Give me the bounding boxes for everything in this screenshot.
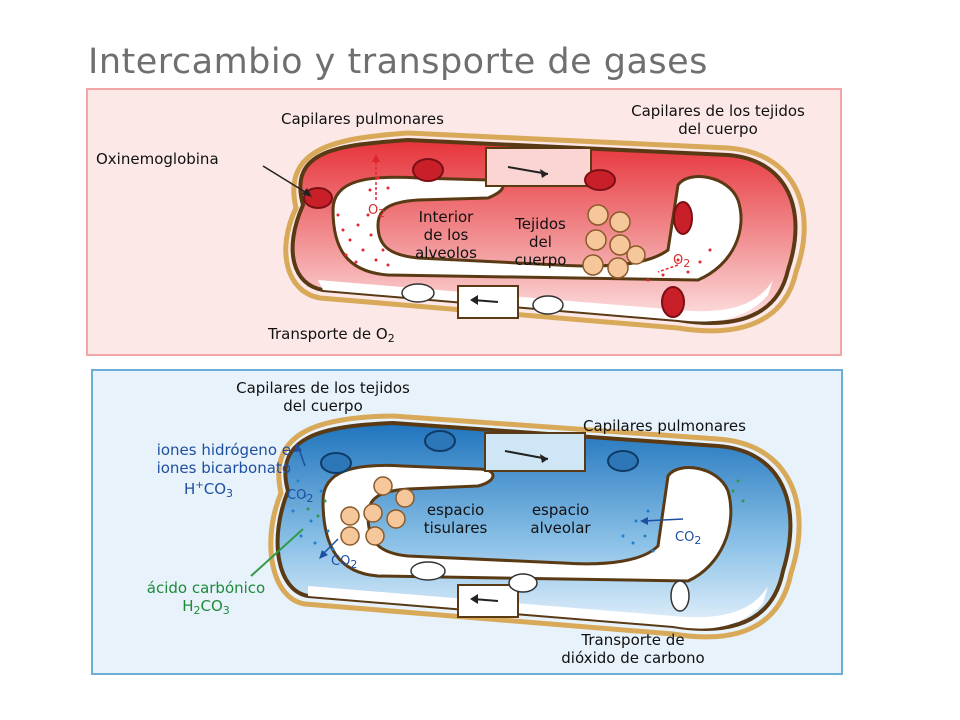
label-capilares-pulmonares: Capilares pulmonares: [281, 110, 444, 128]
blood-cell: [410, 561, 446, 581]
red-blood-cell: [303, 187, 333, 209]
label-espacio-tisulares: espacio tisulares: [423, 501, 488, 537]
red-blood-cell: [424, 430, 456, 452]
label-oxinemoglobina: Oxinemoglobina: [96, 150, 219, 168]
label-tejidos-cuerpo: Tejidos del cuerpo: [514, 215, 567, 269]
red-blood-cell: [320, 452, 352, 474]
red-blood-cell: [607, 450, 639, 472]
acid-molecules: [306, 479, 745, 518]
label-capilares-pulmonares: Capilares pulmonares: [583, 417, 746, 435]
oxygen-molecules: [336, 176, 712, 282]
co2-molecules: [291, 479, 655, 553]
label-transporte-co2: Transporte de dióxido de carbono: [561, 631, 705, 667]
label-co2-bottom: CO2: [331, 554, 358, 571]
label-iones: iones hidrógeno e iones bicarbonato H+CO…: [156, 441, 291, 500]
oxygen-loop-diagram: [262, 130, 807, 334]
label-transporte-o2: Transporte de O2: [268, 325, 395, 345]
lower-band: [308, 586, 768, 629]
tissue-cells: [582, 204, 646, 279]
upper-connector: [484, 432, 586, 472]
oxygen-transport-panel: Capilares pulmonares Capilares de los te…: [86, 88, 842, 356]
blood-cell: [670, 580, 690, 612]
oxinemoglobina-pointer: [262, 165, 311, 196]
tissue-cells: [340, 476, 415, 546]
label-o2-tissue: O2: [673, 253, 691, 270]
label-co2-alveolus: CO2: [675, 530, 702, 547]
label-co2-tissue: CO2: [287, 488, 314, 505]
blood-cell: [401, 283, 435, 303]
co2-arrow-alveolus: [642, 518, 684, 522]
o2-arrow-tissue: [657, 264, 679, 273]
upper-connector: [485, 147, 592, 187]
co2-loop-diagram: [250, 413, 802, 640]
label-o2-alveolus: O2: [368, 203, 386, 220]
blood-cell: [532, 295, 564, 315]
red-blood-cell: [673, 201, 693, 235]
page-title: Intercambio y transporte de gases: [88, 42, 708, 82]
acid-pointer: [250, 528, 304, 577]
blood-cell: [508, 573, 538, 593]
label-espacio-alveolar: espacio alveolar: [530, 501, 591, 537]
label-capilares-tejidos: Capilares de los tejidos del cuerpo: [236, 379, 410, 415]
outer-wall-stripe: [268, 413, 802, 640]
label-capilares-tejidos: Capilares de los tejidos del cuerpo: [631, 102, 805, 138]
red-blood-cell: [584, 169, 616, 191]
red-blood-cell: [412, 158, 444, 182]
red-blood-cell: [661, 286, 685, 318]
label-interior-alveolos: Interior de los alveolos: [415, 208, 477, 262]
outer-wall-stripe: [283, 130, 807, 334]
co2-transport-panel: Capilares de los tejidos del cuerpo Capi…: [91, 369, 843, 675]
label-acido-carbonico: ácido carbónico H2CO3: [146, 579, 266, 617]
